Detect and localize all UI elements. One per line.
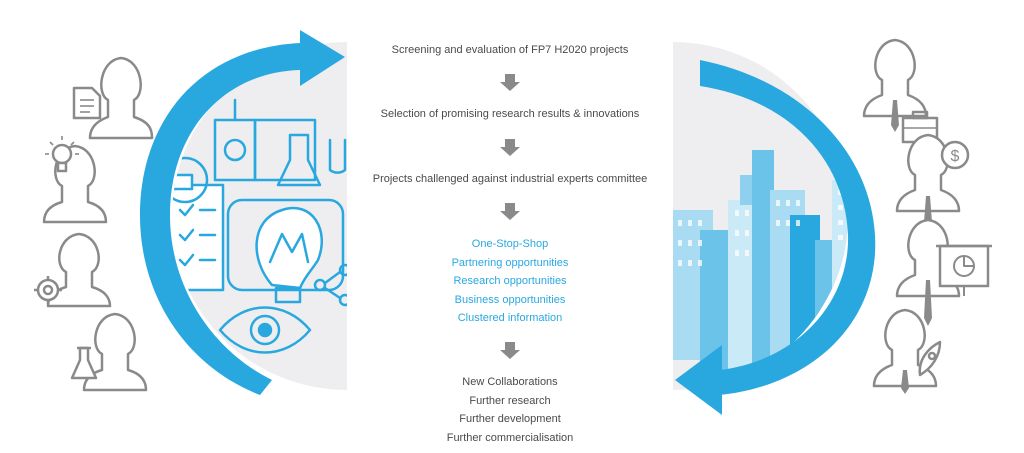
step-screening: Screening and evaluation of FP7 H2020 pr… (391, 44, 629, 56)
document-icon (72, 86, 102, 120)
service-research: Research opportunities (453, 275, 567, 287)
down-arrow-3 (500, 203, 520, 220)
service-partnering: Partnering opportunities (451, 256, 569, 269)
svg-text:$: $ (951, 148, 960, 165)
flow-arrows (500, 74, 520, 359)
person-researcher-1 (88, 56, 154, 140)
process-flow: Screening and evaluation of FP7 H2020 pr… (350, 0, 670, 453)
lightbulb-icon (45, 136, 79, 173)
outcome-commercialisation: Further commercialisation (446, 431, 574, 444)
person-researcher-4 (82, 312, 148, 392)
service-one-stop-shop: One-Stop-Shop (471, 238, 549, 250)
left-people (34, 56, 154, 392)
lab-innovation-illustration (172, 98, 347, 354)
down-arrow-2 (500, 139, 520, 156)
service-business: Business opportunities (454, 293, 566, 306)
step-selection: Selection of promising research results … (380, 108, 640, 120)
left-panel (140, 30, 347, 395)
service-clustered-info: Clustered information (457, 312, 563, 324)
outcome-research: Further research (469, 394, 551, 407)
dollar-icon: $ (940, 140, 970, 170)
outcome-collaborations: New Collaborations (462, 376, 558, 388)
chart-icon (936, 244, 992, 296)
left-arrow-head (300, 30, 345, 86)
services-list: One-Stop-Shop Partnering opportunities R… (350, 235, 670, 328)
gear-icon (34, 276, 62, 304)
right-arrow-head (675, 345, 722, 415)
person-business-1 (862, 38, 928, 132)
right-return-arrow (675, 60, 876, 415)
right-people: $ (862, 38, 992, 394)
outcome-development: Further development (459, 413, 561, 425)
outcomes-list: New Collaborations Further research Furt… (350, 373, 670, 447)
step-challenge: Projects challenged against industrial e… (372, 173, 648, 185)
down-arrow-1 (500, 74, 520, 91)
down-arrow-4 (500, 342, 520, 359)
rocket-icon (918, 340, 942, 377)
flask-icon (70, 346, 98, 380)
